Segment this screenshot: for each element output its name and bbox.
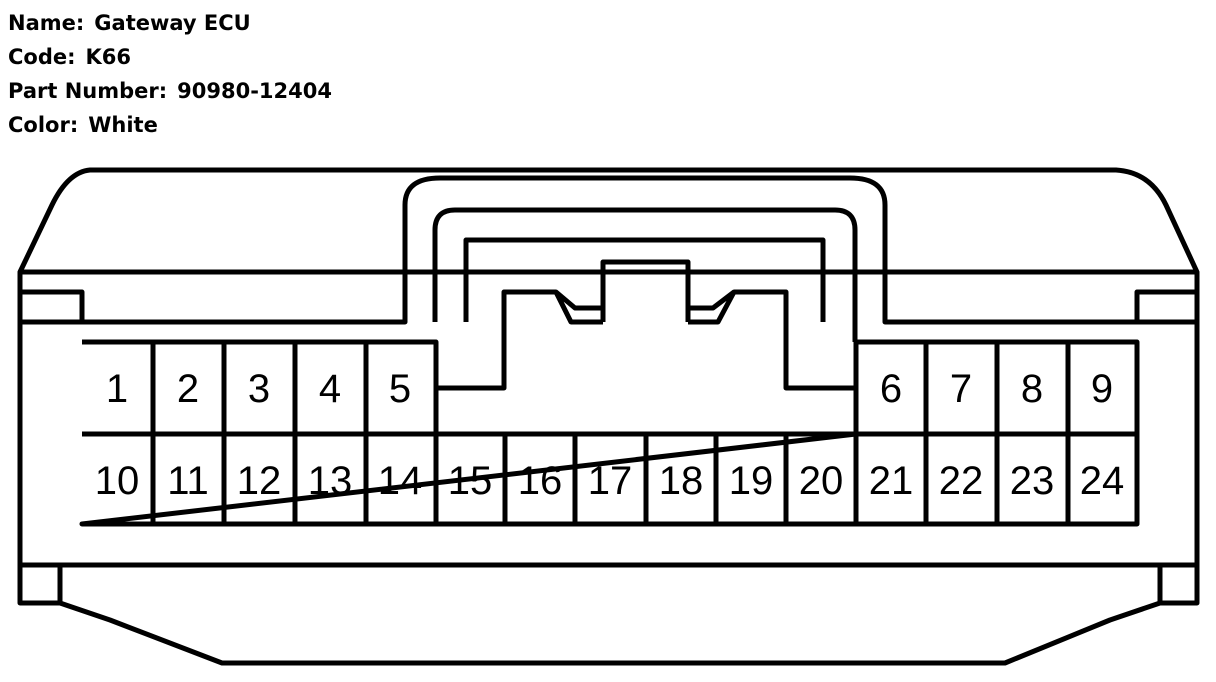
code-label: Code: <box>8 45 76 69</box>
pin-11: 11 <box>167 459 209 503</box>
top-row-pins: 1 2 3 4 5 6 7 8 9 <box>106 367 1113 411</box>
pin-10: 10 <box>95 459 140 503</box>
info-part-number: Part Number: 90980-12404 <box>8 74 332 108</box>
right-latch <box>1134 289 1197 322</box>
lock-inner <box>432 207 858 342</box>
connector-info: Name: Gateway ECU Code: K66 Part Number: 90… <box>8 6 332 142</box>
lock-arm-right <box>688 289 856 391</box>
pin-20: 20 <box>799 459 844 503</box>
pin-24: 24 <box>1080 459 1125 503</box>
pin-4: 4 <box>319 367 341 411</box>
pin-2: 2 <box>177 367 199 411</box>
pin-14: 14 <box>378 459 423 503</box>
housing-outline <box>17 167 1200 666</box>
pin-12: 12 <box>237 459 282 503</box>
pin-15: 15 <box>448 459 493 503</box>
pin-21: 21 <box>869 459 914 503</box>
part-number-value: 90980-12404 <box>177 79 332 103</box>
pin-8: 8 <box>1021 367 1043 411</box>
pin-3: 3 <box>248 367 270 411</box>
info-color: Color: White <box>8 108 332 142</box>
color-label: Color: <box>8 113 79 137</box>
lock-arm-left <box>436 289 603 391</box>
pin-5: 5 <box>389 367 411 411</box>
pin-19: 19 <box>729 459 774 503</box>
pin-6: 6 <box>880 367 902 411</box>
lock-window <box>463 237 826 322</box>
bottom-row-pins: 10 11 12 13 14 15 16 17 18 19 20 21 22 23 24 <box>95 459 1125 503</box>
left-latch <box>20 289 85 322</box>
pin-9: 9 <box>1091 367 1113 411</box>
name-value: Gateway ECU <box>94 11 251 35</box>
name-label: Name: <box>8 11 85 35</box>
pin-1: 1 <box>106 367 128 411</box>
pin-18: 18 <box>659 459 704 503</box>
pin-17: 17 <box>588 459 633 503</box>
pin-7: 7 <box>950 367 972 411</box>
top-row-dividers <box>150 342 1071 434</box>
pin-16: 16 <box>518 459 563 503</box>
bottom-row-dividers <box>150 434 1071 524</box>
pin-13: 13 <box>308 459 353 503</box>
pin-22: 22 <box>939 459 984 503</box>
pin-23: 23 <box>1010 459 1055 503</box>
info-code: Code: K66 <box>8 40 332 74</box>
face-plate <box>20 175 1197 325</box>
color-value: White <box>88 113 158 137</box>
part-number-label: Part Number: <box>8 79 168 103</box>
lock-tab <box>600 259 691 322</box>
code-value: K66 <box>85 45 132 69</box>
info-name: Name: Gateway ECU <box>8 6 332 40</box>
